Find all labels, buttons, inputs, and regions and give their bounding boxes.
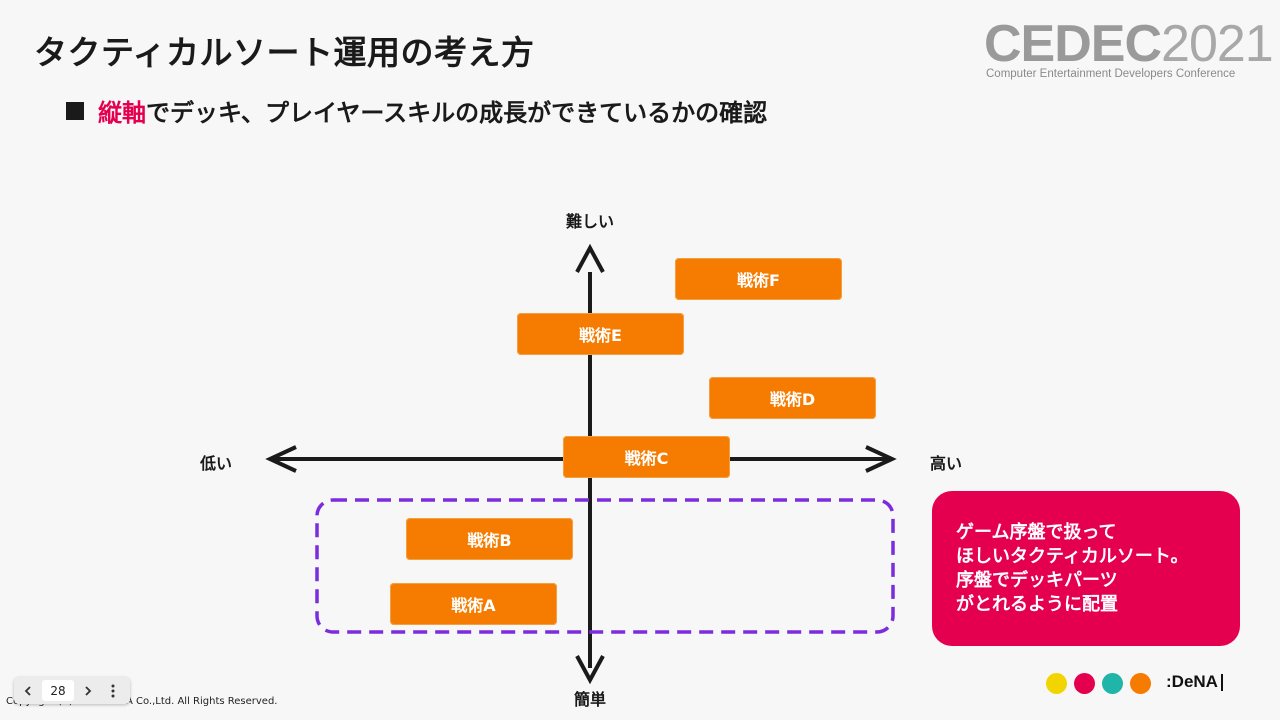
logo-word-bold: CEDEC — [984, 15, 1162, 73]
bullet-square-icon — [66, 102, 84, 120]
bullet-point: 縦軸でデッキ、プレイヤースキルの成長ができているかの確認 — [66, 93, 767, 128]
prev-slide-button[interactable] — [14, 677, 42, 704]
axis-label-left: 低い — [200, 454, 233, 473]
yellow-dot — [1046, 673, 1067, 694]
bullet-text: でデッキ、プレイヤースキルの成長ができているかの確認 — [146, 99, 768, 127]
brand-dots — [1046, 673, 1158, 694]
horizontal-axis-arrow-right — [865, 445, 897, 473]
vertical-axis-arrow-up — [575, 243, 605, 273]
next-slide-button[interactable] — [74, 677, 102, 704]
axis-label-top: 難しい — [566, 212, 615, 231]
callout-line: ほしいタクティカルソート。 — [956, 546, 1189, 567]
tactic-f-box: 戦術F — [675, 258, 842, 300]
chevron-right-icon — [85, 685, 92, 696]
slide-pager: 28 — [14, 677, 130, 704]
axis-label-right: 高い — [930, 454, 963, 473]
early-game-dashed-region — [315, 498, 895, 634]
logo-subtitle: Computer Entertainment Developers Confer… — [986, 68, 1236, 80]
copyright-text: Copyright (C) 2021 DeNA Co.,Ltd. All Rig… — [6, 696, 278, 707]
slide-title: タクティカルソート運用の考え方 — [34, 33, 535, 72]
bullet-accent-text: 縦軸 — [98, 99, 146, 127]
red-dot — [1074, 673, 1095, 694]
callout-line: がとれるように配置 — [956, 594, 1118, 615]
tactic-b-box: 戦術B — [406, 518, 573, 560]
tactic-e-box: 戦術E — [517, 313, 684, 355]
more-vertical-icon — [111, 684, 115, 697]
callout-line: ゲーム序盤で扱って — [956, 522, 1117, 543]
logo-word-year: 2021 — [1161, 15, 1274, 73]
chevron-left-icon — [24, 685, 31, 696]
cedec-logo: CEDEC2021 Computer Entertainment Develop… — [984, 15, 1274, 84]
brand-divider — [1221, 674, 1223, 691]
axis-label-bottom: 簡単 — [574, 690, 607, 709]
callout-box: ゲーム序盤で扱って ほしいタクティカルソート。 序盤でデッキパーツ がとれるよう… — [932, 491, 1240, 646]
teal-dot — [1102, 673, 1123, 694]
horizontal-axis-arrow-left — [265, 445, 297, 473]
tactic-c-box: 戦術C — [563, 436, 730, 478]
callout-line: 序盤でデッキパーツ — [956, 570, 1118, 591]
orange-dot — [1130, 673, 1151, 694]
page-number-field[interactable]: 28 — [42, 680, 74, 701]
tactic-a-box: 戦術A — [390, 583, 557, 625]
tactic-d-box: 戦術D — [709, 377, 876, 419]
more-options-button[interactable] — [102, 677, 124, 704]
dena-logo: :DeNA — [1166, 672, 1218, 691]
vertical-axis-arrow-down — [575, 655, 605, 685]
